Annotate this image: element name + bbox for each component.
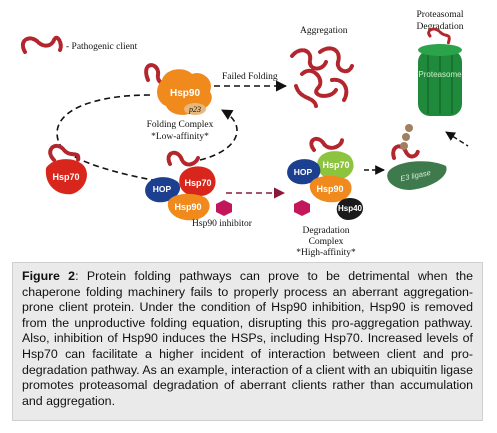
aggregation-cluster: [290, 46, 354, 108]
hsp70-green-label: Hsp70: [322, 160, 349, 170]
degradation-complex-line1: Degradation: [303, 226, 350, 236]
legend-client-strand: [20, 35, 63, 54]
folding-complex-title: Folding Complex: [147, 120, 214, 130]
folding-complex-affinity: *Low-affinity*: [151, 131, 209, 142]
hop-degradation-shape: [287, 159, 321, 185]
hsp90-folding-label: Hsp90: [170, 88, 200, 99]
hsp40-label: Hsp40: [338, 204, 363, 213]
hsp90-degradation-shape: [309, 175, 352, 203]
proteasome-shape: [418, 44, 462, 116]
hsp70-central-label: Hsp70: [184, 178, 211, 188]
proteasome-label: Proteasome: [418, 70, 462, 79]
folding-cycle-arrow: [56, 94, 171, 184]
caption-text: : Protein folding pathways can prove to …: [22, 269, 473, 408]
hop-central-label: HOP: [153, 184, 172, 194]
central-complex: Hsp70 HOP Hsp90: [145, 150, 216, 221]
hsp70-central-shape: [179, 166, 216, 197]
cycle-return-arrow: [199, 109, 238, 161]
hsp90-degradation-label: Hsp90: [316, 184, 343, 194]
p23-shape: [184, 103, 206, 115]
e3-ligase-group: E3 ligase: [387, 124, 447, 190]
caption-label: Figure 2: [22, 269, 76, 283]
failed-folding-label: Failed Folding: [222, 72, 278, 82]
folding-complex: Hsp90 p23: [144, 63, 212, 115]
degradation-complex: Hsp70 HOP Hsp90 Hsp40: [287, 136, 364, 220]
p23-label: p23: [188, 105, 201, 114]
hsp70-left-shape: [45, 159, 87, 195]
legend-pathogenic-client-text: - Pathogenic client: [66, 42, 138, 52]
hsp90-central-shape: [167, 193, 210, 221]
aggregation-label: Aggregation: [300, 26, 348, 36]
ubiquitin-1-icon: [400, 142, 408, 150]
hop-central-shape: [145, 177, 181, 203]
to-proteasome-arrow: [445, 131, 469, 147]
pathway-diagram: - Pathogenic client Hsp90 p23 Folding Co…: [20, 10, 469, 258]
degradation-complex-affinity: *High-affinity*: [296, 247, 356, 258]
client-entering-proteasome: [427, 27, 451, 46]
proteasomal-degradation-line1: Proteasomal: [417, 10, 464, 20]
hsp70-green-shape: [317, 151, 354, 181]
e3-ligase-shape: [387, 161, 447, 190]
hsp70-client-group: Hsp70: [45, 143, 87, 195]
proteasomal-degradation-line2: Degradation: [417, 22, 464, 32]
figure-caption: Figure 2: Protein folding pathways can p…: [12, 262, 483, 421]
hop-degradation-label: HOP: [294, 167, 313, 177]
hsp90-inhibitor-icon: [216, 200, 232, 216]
degradation-complex-line2: Complex: [309, 237, 344, 247]
ubiquitin-2-icon: [402, 133, 410, 141]
degradation-inhibitor-icon: [294, 200, 310, 216]
hsp40-shape: [336, 198, 364, 220]
ubiquitin-3-icon: [405, 124, 413, 132]
hsp90-central-label: Hsp90: [174, 202, 201, 212]
hsp70-left-label: Hsp70: [52, 172, 79, 182]
hsp90-inhibitor-label: Hsp90 inhibitor: [192, 219, 253, 229]
